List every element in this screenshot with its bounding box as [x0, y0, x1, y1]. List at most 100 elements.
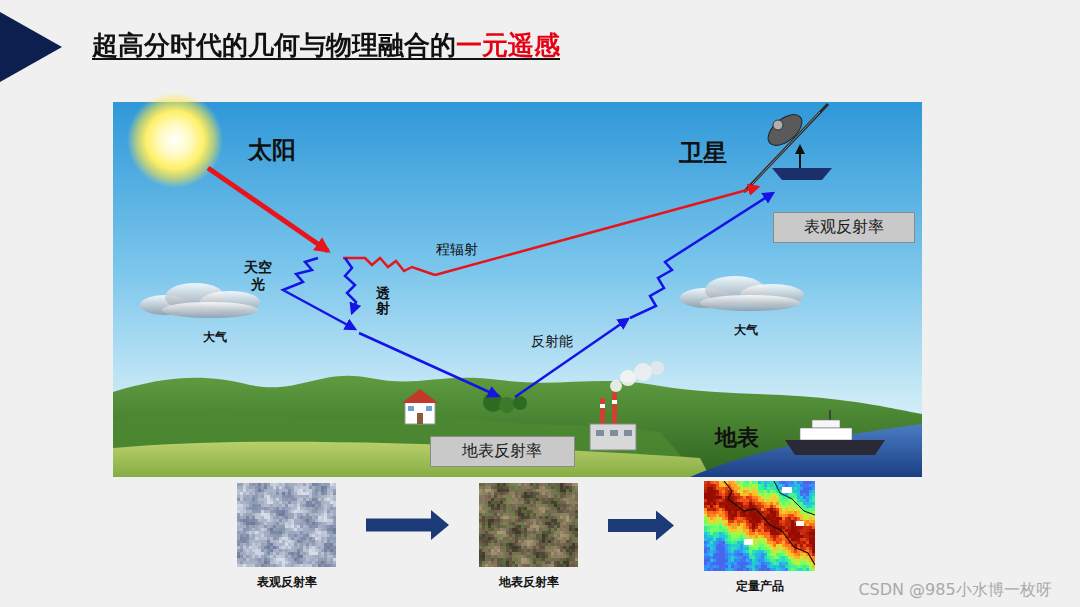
pixel [279, 525, 282, 528]
flow-arrow [608, 519, 656, 532]
pixel [806, 481, 809, 484]
pixel [506, 546, 509, 549]
pixel [306, 540, 309, 543]
pixel [521, 522, 524, 525]
pixel [494, 504, 497, 507]
pixel [518, 513, 521, 516]
pixel [246, 552, 249, 555]
pixel [300, 501, 303, 504]
pixel [246, 492, 249, 495]
radiation-paths [208, 168, 328, 251]
pixel [279, 516, 282, 519]
pixel [569, 507, 572, 510]
pixel [303, 537, 306, 540]
pixel [300, 522, 303, 525]
pixel [315, 546, 318, 549]
pixel [321, 507, 324, 510]
pixel [572, 483, 575, 486]
pixel [551, 558, 554, 561]
pixel [572, 549, 575, 552]
pixel [291, 501, 294, 504]
box-label: 表观反射率 [804, 217, 884, 238]
pixel [524, 522, 527, 525]
pixel [255, 540, 258, 543]
pixel [530, 501, 533, 504]
pixel [551, 555, 554, 558]
pixel [246, 561, 249, 564]
pixel [812, 481, 815, 484]
pixel [249, 510, 252, 513]
radiation-paths [345, 258, 356, 313]
pixel [539, 522, 542, 525]
pixel [246, 528, 249, 531]
pixel [285, 537, 288, 540]
pixel [479, 498, 482, 501]
pixel [327, 549, 330, 552]
pixel [273, 558, 276, 561]
pixel [294, 525, 297, 528]
pixel [494, 534, 497, 537]
pixel [267, 546, 270, 549]
pixel [485, 489, 488, 492]
pixel [515, 561, 518, 564]
pixel [327, 540, 330, 543]
pixel [285, 549, 288, 552]
pixel [285, 555, 288, 558]
pixel [294, 543, 297, 546]
pixel [494, 501, 497, 504]
pixel [264, 558, 267, 561]
pixel [740, 481, 743, 484]
pixel [554, 543, 557, 546]
pixel [485, 564, 488, 567]
pixel [485, 501, 488, 504]
pixel [536, 528, 539, 531]
pixel [282, 501, 285, 504]
pixel [491, 549, 494, 552]
pixel [285, 489, 288, 492]
pixel [512, 531, 515, 534]
ship [812, 420, 840, 428]
factory [612, 392, 617, 426]
pixel [246, 546, 249, 549]
cloud [162, 302, 258, 318]
pixel [270, 540, 273, 543]
pixel [485, 546, 488, 549]
pixel [509, 564, 512, 567]
pixel [485, 552, 488, 555]
pixel [309, 510, 312, 513]
pixel [273, 543, 276, 546]
pixel [569, 516, 572, 519]
pixel [782, 484, 785, 487]
pixel [300, 561, 303, 564]
pixel [309, 546, 312, 549]
pixel [542, 558, 545, 561]
pixel [243, 519, 246, 522]
pixel [569, 513, 572, 516]
pixel [545, 519, 548, 522]
pixel [482, 549, 485, 552]
pixel [258, 546, 261, 549]
pixel [479, 516, 482, 519]
pixel [312, 495, 315, 498]
pixel [258, 510, 261, 513]
pixel [252, 531, 255, 534]
pixel [315, 552, 318, 555]
pixel [752, 484, 755, 487]
pixel [506, 531, 509, 534]
pixel [267, 501, 270, 504]
pixel [482, 489, 485, 492]
pixel [264, 513, 267, 516]
pixel [545, 552, 548, 555]
pixel [569, 504, 572, 507]
pixel [521, 558, 524, 561]
pixel [512, 507, 515, 510]
pixel [479, 486, 482, 489]
pixel [273, 531, 276, 534]
pixel [291, 486, 294, 489]
pixel [479, 531, 482, 534]
pixel [782, 481, 785, 484]
pixel [566, 534, 569, 537]
pixel [536, 513, 539, 516]
pixel [482, 558, 485, 561]
pixel [237, 540, 240, 543]
